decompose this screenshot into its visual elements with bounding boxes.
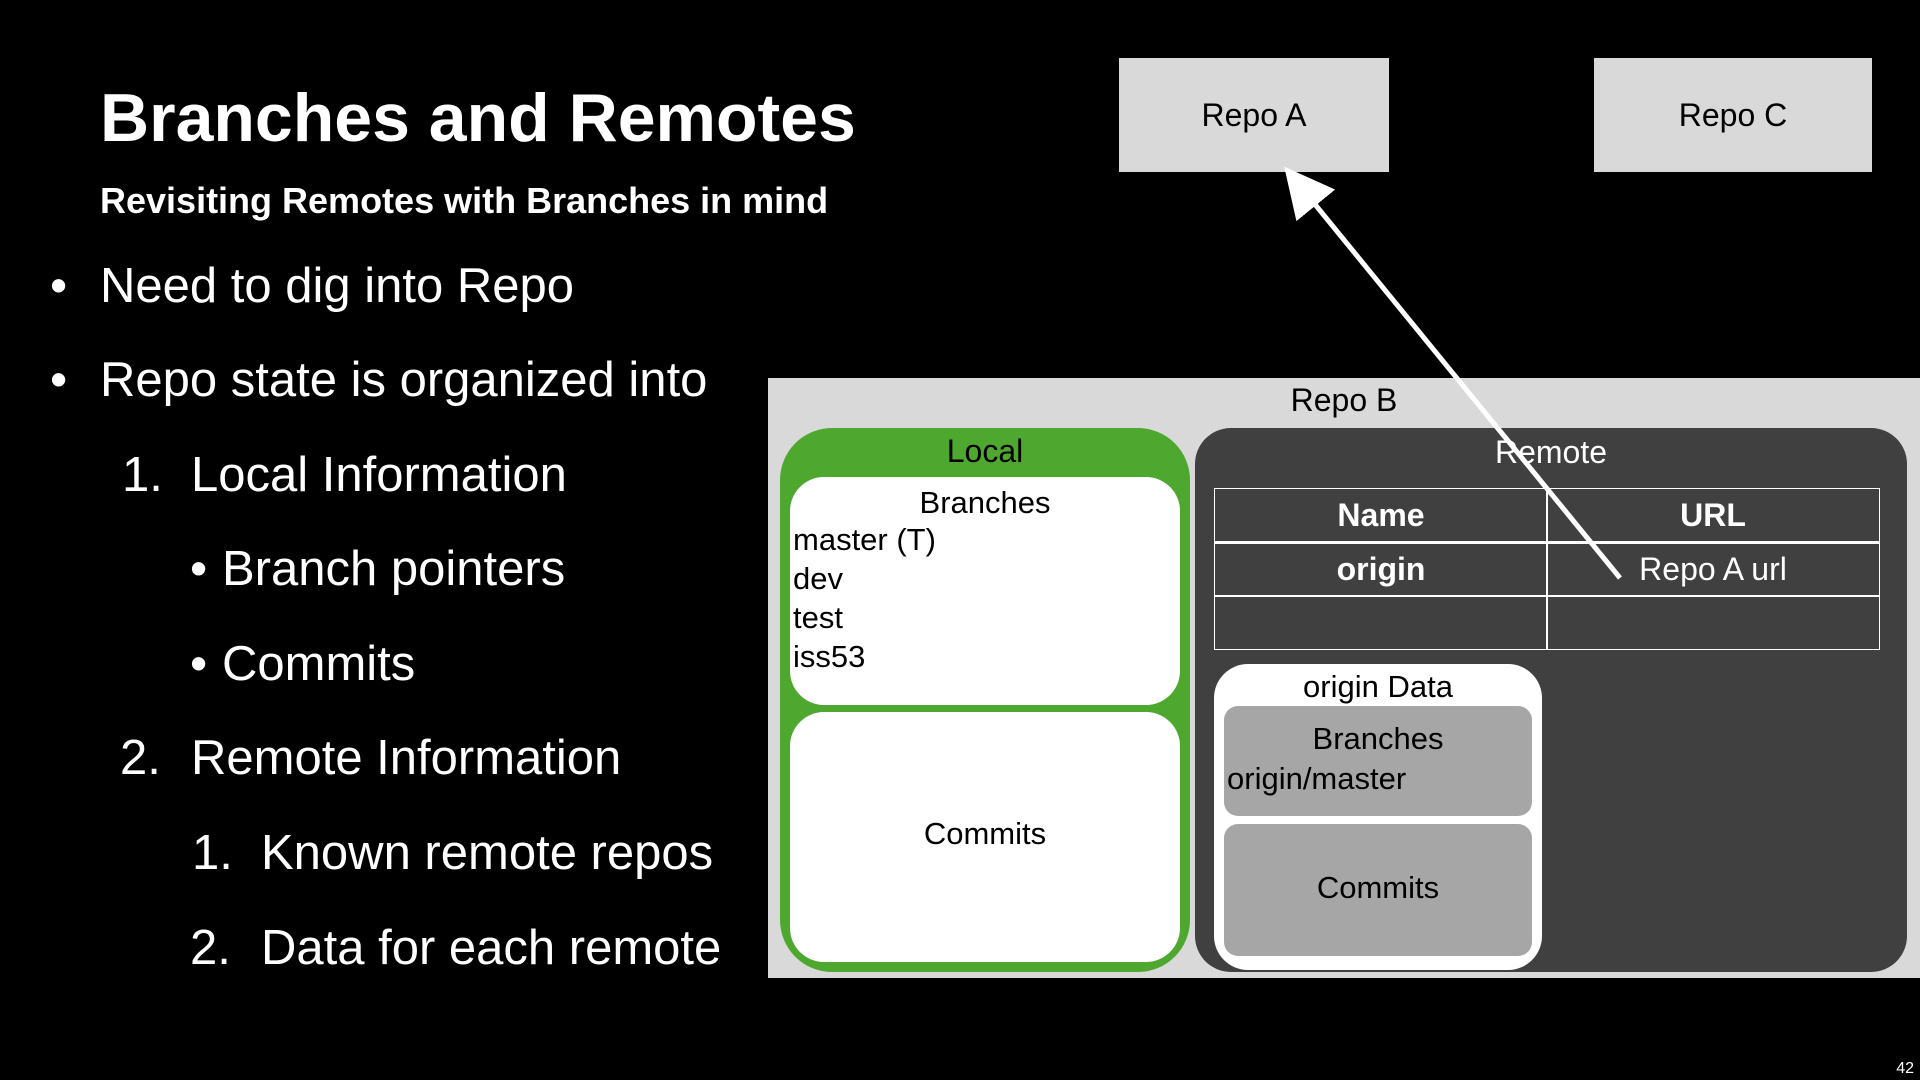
origin-branches-title: Branches	[1312, 721, 1444, 756]
remote-table: Name URL origin Repo A url	[1214, 488, 1880, 650]
bullet-dot: •	[50, 353, 68, 407]
local-commits-box: Commits	[790, 712, 1180, 962]
slide-title: Branches and Remotes	[100, 80, 856, 156]
origin-commits-box: Commits	[1224, 824, 1532, 956]
item-known-remote-repos: Known remote repos	[261, 826, 714, 880]
bullet-dot: •	[190, 637, 208, 691]
table-cell-origin: origin	[1214, 542, 1548, 597]
repo-b-label: Repo B	[1290, 382, 1398, 418]
branch-item: test	[793, 600, 843, 635]
local-label: Local	[946, 433, 1024, 469]
item-commits: Commits	[222, 637, 416, 691]
remote-label: Remote	[1494, 434, 1608, 470]
table-cell-empty	[1546, 595, 1880, 650]
repo-c-box: Repo C	[1594, 58, 1872, 172]
branch-item: dev	[793, 561, 843, 596]
item-data-for-each-remote: Data for each remote	[261, 921, 722, 975]
origin-data-box: origin Data Branches origin/master Commi…	[1214, 664, 1542, 970]
list-marker: 2.	[190, 921, 231, 975]
page-number: 42	[1896, 1060, 1914, 1077]
origin-commits-label: Commits	[1316, 870, 1440, 905]
table-cell-empty	[1214, 595, 1548, 650]
bullet-dot: •	[50, 259, 68, 313]
local-branch-list: master (T) dev test iss53	[793, 520, 936, 676]
local-commits-label: Commits	[923, 816, 1047, 851]
list-marker: 1.	[192, 826, 233, 880]
branch-item: master (T)	[793, 522, 936, 557]
origin-branch-item: origin/master	[1227, 761, 1407, 796]
list-marker: 2.	[120, 731, 161, 785]
list-marker: 1.	[122, 448, 163, 502]
local-branches-title: Branches	[919, 485, 1051, 520]
origin-branches-box: Branches origin/master	[1224, 706, 1532, 816]
item-remote-information: Remote Information	[191, 731, 622, 785]
branch-item: iss53	[793, 639, 866, 674]
table-header-url: URL	[1546, 488, 1880, 543]
local-branches-box: Branches master (T) dev test iss53	[790, 477, 1180, 705]
bullet-repo-state: Repo state is organized into	[100, 353, 708, 407]
origin-data-title: origin Data	[1303, 669, 1453, 704]
table-cell-repo-a-url: Repo A url	[1546, 542, 1880, 597]
bullet-dot: •	[190, 542, 208, 596]
item-local-information: Local Information	[191, 448, 567, 502]
item-branch-pointers: Branch pointers	[222, 542, 566, 596]
slide-subtitle: Revisiting Remotes with Branches in mind	[100, 180, 829, 221]
repo-a-box: Repo A	[1119, 58, 1389, 172]
bullet-need-to-dig: Need to dig into Repo	[100, 259, 574, 313]
